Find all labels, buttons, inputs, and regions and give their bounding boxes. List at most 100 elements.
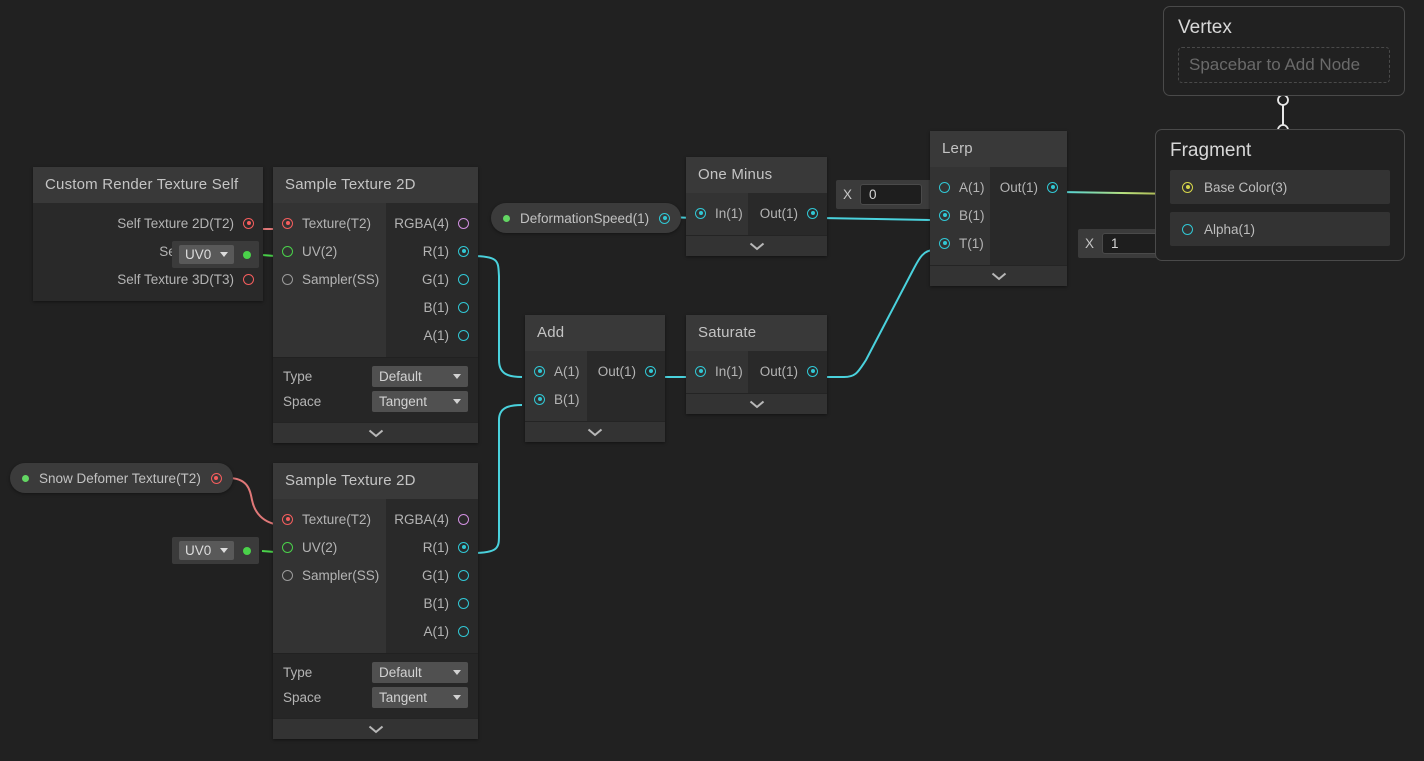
float-widget-lerp-a[interactable]: X 0 [836, 180, 946, 209]
input-port-uv[interactable] [282, 245, 293, 257]
node-collapse-toggle-add[interactable] [525, 421, 665, 442]
setting-row-space[interactable]: Space Tangent [283, 685, 468, 710]
port-row-texture[interactable]: Texture(T2) [273, 209, 386, 237]
port-row-a[interactable]: A(1) [386, 617, 478, 645]
output-port-b[interactable] [458, 301, 469, 313]
node-collapse-toggle-lerp[interactable] [930, 265, 1067, 286]
property-node-snow-deformer-texture[interactable]: Snow Defomer Texture(T2) [10, 463, 233, 493]
node-one-minus[interactable]: One Minus In(1) Out(1) [686, 157, 827, 256]
uv-channel-widget-top[interactable]: UV0 [172, 241, 260, 268]
port-row-rgba[interactable]: RGBA(4) [386, 505, 478, 533]
setting-row-type[interactable]: Type Default [283, 364, 468, 389]
output-port-out[interactable] [645, 365, 656, 377]
output-port-b[interactable] [458, 597, 469, 609]
input-port-texture[interactable] [282, 217, 293, 229]
output-port-g[interactable] [458, 273, 469, 285]
node-custom-render-texture-self[interactable]: Custom Render Texture Self Self Texture … [33, 167, 263, 301]
output-port-g[interactable] [458, 569, 469, 581]
uv-dropdown-top[interactable]: UV0 [179, 245, 235, 264]
port-row-t[interactable]: T(1) [930, 229, 990, 257]
property-node-deformation-speed[interactable]: DeformationSpeed(1) [491, 203, 682, 233]
output-port-r[interactable] [458, 245, 469, 257]
input-port-texture[interactable] [282, 513, 293, 525]
block-node-alpha[interactable]: Alpha(1) [1170, 212, 1390, 246]
input-port-b[interactable] [939, 209, 950, 221]
context-block-fragment[interactable]: Fragment Base Color(3) Alpha(1) [1155, 129, 1405, 261]
port-row-out[interactable]: Out(1) [748, 199, 827, 227]
port-row-self-texture-2d[interactable]: Self Texture 2D(T2) [33, 209, 263, 237]
node-collapse-toggle-saturate[interactable] [686, 393, 827, 414]
output-port-out[interactable] [807, 365, 818, 377]
output-port-a[interactable] [458, 329, 469, 341]
output-port-rgba[interactable] [458, 513, 469, 525]
input-port-sampler[interactable] [282, 273, 293, 285]
uv-dropdown-bottom[interactable]: UV0 [179, 541, 235, 560]
port-row-in[interactable]: In(1) [686, 199, 748, 227]
node-add[interactable]: Add A(1) B(1) Out(1) [525, 315, 665, 442]
port-row-in[interactable]: In(1) [686, 357, 748, 385]
port-row-r[interactable]: R(1) [386, 533, 478, 561]
setting-row-type[interactable]: Type Default [283, 660, 468, 685]
setting-row-space[interactable]: Space Tangent [283, 389, 468, 414]
port-row-out[interactable]: Out(1) [587, 357, 665, 385]
port-row-b[interactable]: B(1) [930, 201, 990, 229]
input-port-a[interactable] [534, 365, 545, 377]
output-port-r[interactable] [458, 541, 469, 553]
output-port-deformation-speed[interactable] [659, 212, 671, 224]
output-port-a[interactable] [458, 625, 469, 637]
output-port-snow-texture[interactable] [210, 472, 222, 484]
node-saturate[interactable]: Saturate In(1) Out(1) [686, 315, 827, 414]
port-row-sampler[interactable]: Sampler(SS) [273, 561, 386, 589]
port-row-b[interactable]: B(1) [386, 589, 478, 617]
port-row-b[interactable]: B(1) [386, 293, 478, 321]
input-port-sampler[interactable] [282, 569, 293, 581]
vertex-add-node-hint[interactable]: Spacebar to Add Node [1178, 47, 1390, 83]
uv-output-dot[interactable] [243, 546, 252, 555]
node-collapse-toggle-bottom[interactable] [273, 718, 478, 739]
port-row-b[interactable]: B(1) [525, 385, 587, 413]
node-sample-texture-2d-top[interactable]: Sample Texture 2D Texture(T2) UV(2) Samp… [273, 167, 478, 443]
input-port-a[interactable] [939, 181, 950, 193]
input-port-in[interactable] [695, 207, 706, 219]
node-lerp[interactable]: Lerp A(1) B(1) T(1) Out(1) [930, 131, 1067, 286]
port-row-uv[interactable]: UV(2) [273, 237, 386, 265]
port-row-g[interactable]: G(1) [386, 561, 478, 589]
context-block-vertex[interactable]: Vertex Spacebar to Add Node [1163, 6, 1405, 96]
port-row-texture[interactable]: Texture(T2) [273, 505, 386, 533]
port-row-rgba[interactable]: RGBA(4) [386, 209, 478, 237]
input-port-base-color[interactable] [1182, 181, 1193, 193]
float-input-lerp-a[interactable]: 0 [860, 184, 923, 205]
input-port-uv[interactable] [282, 541, 293, 553]
input-port-b[interactable] [534, 393, 545, 405]
port-row-out[interactable]: Out(1) [990, 173, 1067, 201]
input-port-t[interactable] [939, 237, 950, 249]
port-row-a[interactable]: A(1) [386, 321, 478, 349]
type-dropdown[interactable]: Default [372, 662, 468, 683]
node-sample-texture-2d-bottom[interactable]: Sample Texture 2D Texture(T2) UV(2) Samp… [273, 463, 478, 739]
port-row-r[interactable]: R(1) [386, 237, 478, 265]
type-dropdown[interactable]: Default [372, 366, 468, 387]
input-port-in[interactable] [695, 365, 706, 377]
input-port-alpha[interactable] [1182, 223, 1193, 235]
port-row-uv[interactable]: UV(2) [273, 533, 386, 561]
uv-output-dot[interactable] [243, 250, 252, 259]
port-row-out[interactable]: Out(1) [748, 357, 827, 385]
port-row-g[interactable]: G(1) [386, 265, 478, 293]
output-port-self-texture-3d[interactable] [243, 273, 254, 285]
output-port-self-texture-2d[interactable] [243, 217, 254, 229]
uv-channel-widget-bottom[interactable]: UV0 [172, 537, 260, 564]
port-label: B(1) [554, 391, 580, 407]
space-dropdown[interactable]: Tangent [372, 391, 468, 412]
output-port-out[interactable] [1047, 181, 1058, 193]
port-row-sampler[interactable]: Sampler(SS) [273, 265, 386, 293]
port-row-self-texture-3d[interactable]: Self Texture 3D(T3) [33, 265, 263, 293]
space-dropdown[interactable]: Tangent [372, 687, 468, 708]
port-row-a[interactable]: A(1) [525, 357, 587, 385]
node-collapse-toggle-top[interactable] [273, 422, 478, 443]
port-row-a[interactable]: A(1) [930, 173, 990, 201]
node-collapse-toggle-one-minus[interactable] [686, 235, 827, 256]
output-port-out[interactable] [807, 207, 818, 219]
block-node-base-color[interactable]: Base Color(3) [1170, 170, 1390, 204]
output-port-rgba[interactable] [458, 217, 469, 229]
